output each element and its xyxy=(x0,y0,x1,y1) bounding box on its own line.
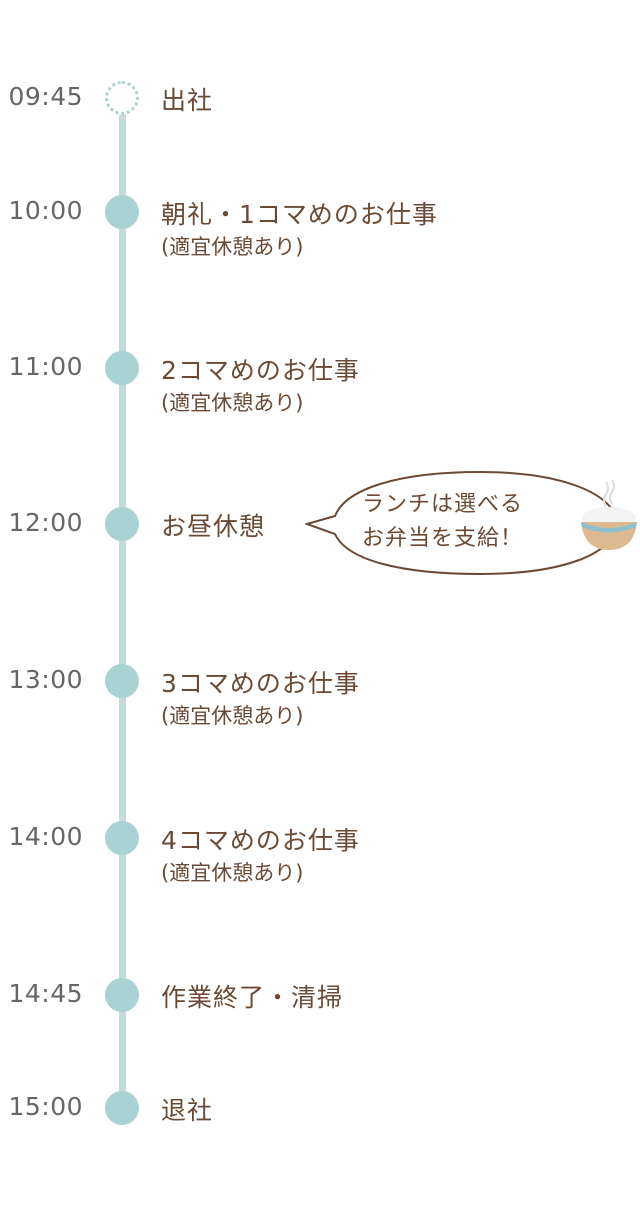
time-label: 11:00 xyxy=(8,352,83,381)
time-label: 14:00 xyxy=(8,822,83,851)
timeline-dot xyxy=(105,507,139,541)
item-note: (適宜休憩あり) xyxy=(161,391,304,415)
lunch-bubble-text: ランチは選べる お弁当を支給！ xyxy=(362,488,523,556)
timeline-dot xyxy=(105,195,139,229)
bubble-line: ランチは選べる xyxy=(362,492,524,517)
time-label: 10:00 xyxy=(8,196,83,225)
item-title: 2コマめのお仕事 xyxy=(161,356,360,385)
time-label: 12:00 xyxy=(8,508,83,537)
timeline-dot xyxy=(105,978,139,1012)
item-title: お昼休憩 xyxy=(161,512,266,541)
timeline-line xyxy=(119,112,126,1112)
item-title: 4コマめのお仕事 xyxy=(161,826,360,855)
item-title: 3コマめのお仕事 xyxy=(161,669,360,698)
bubble-line: お弁当を支給！ xyxy=(362,526,524,551)
time-label: 15:00 xyxy=(8,1092,83,1121)
timeline-dot xyxy=(105,821,139,855)
time-label: 13:00 xyxy=(8,665,83,694)
timeline-dot xyxy=(105,351,139,385)
timeline-dot xyxy=(105,1091,139,1125)
item-title: 朝礼・1コマめのお仕事 xyxy=(161,200,438,229)
item-note: (適宜休憩あり) xyxy=(161,861,304,885)
time-label: 09:45 xyxy=(8,82,83,111)
item-note: (適宜休憩あり) xyxy=(161,235,304,259)
item-note: (適宜休憩あり) xyxy=(161,704,304,728)
rice-bowl-icon xyxy=(581,479,637,550)
timeline-dot xyxy=(105,664,139,698)
timeline-start-dot xyxy=(105,81,139,115)
item-title: 退社 xyxy=(161,1096,214,1125)
item-title: 出社 xyxy=(161,86,214,115)
item-title: 作業終了・清掃 xyxy=(161,983,344,1012)
time-label: 14:45 xyxy=(8,979,83,1008)
